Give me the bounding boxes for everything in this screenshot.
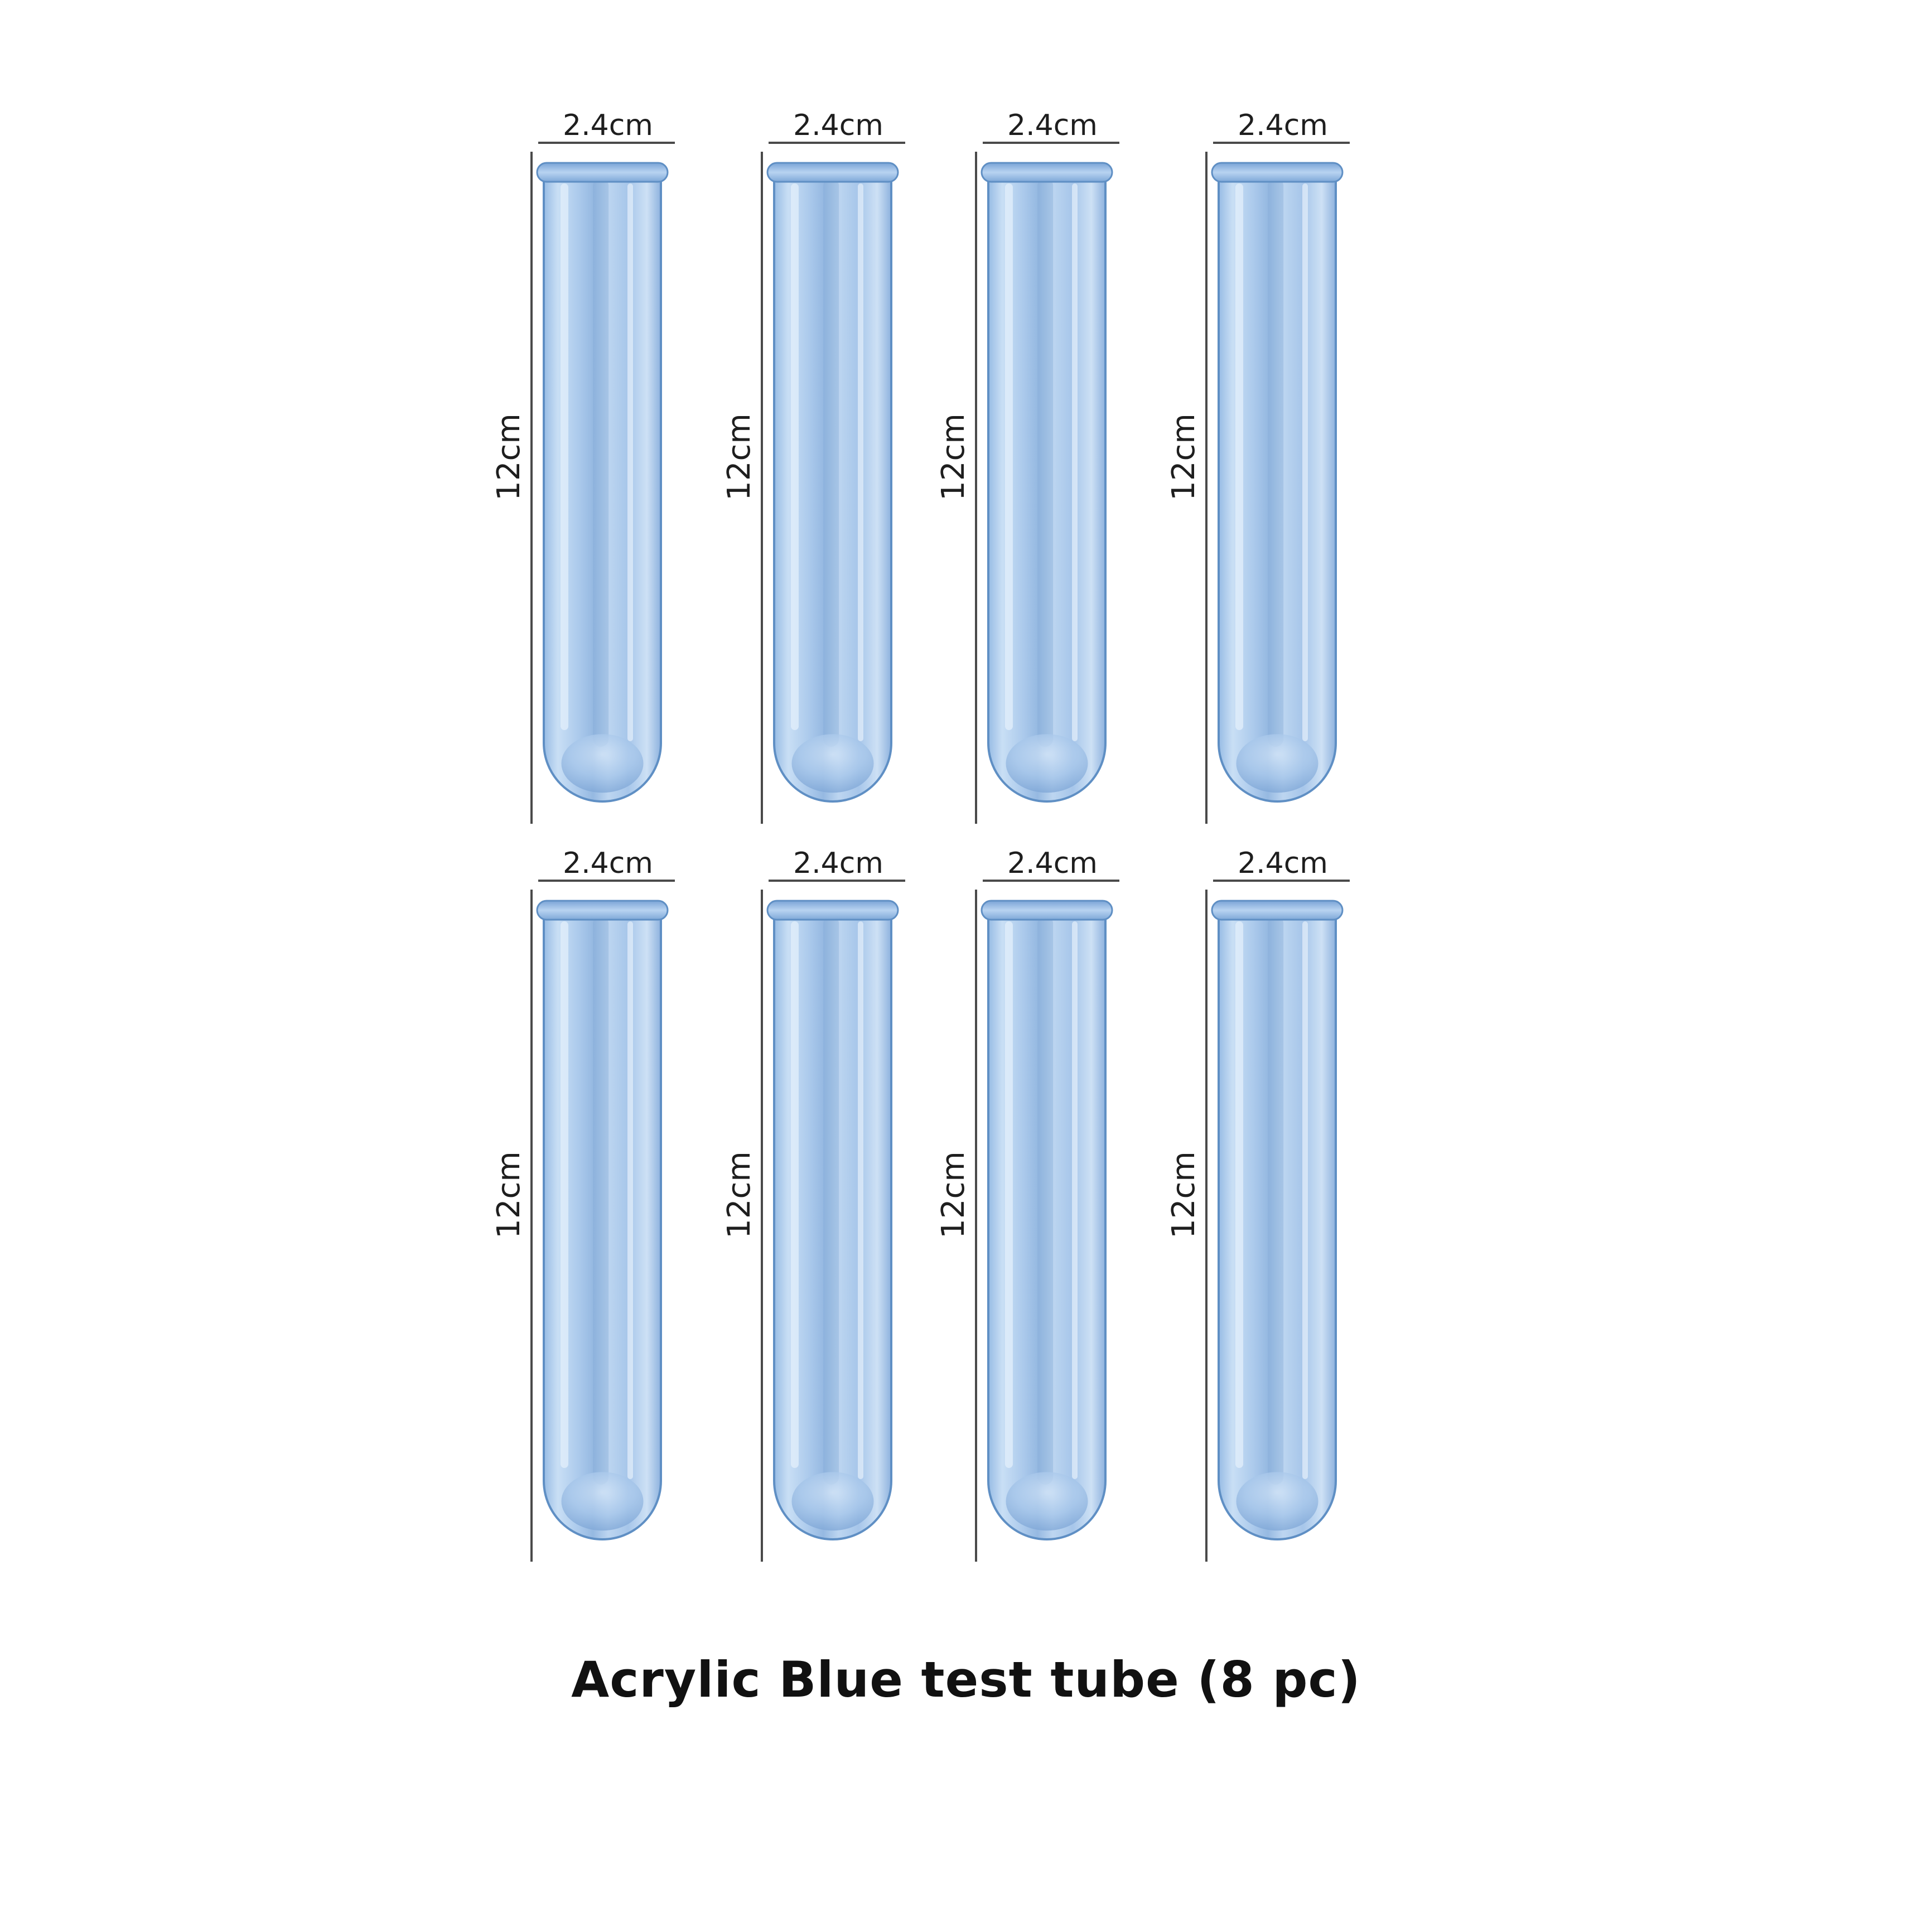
tube-bottom bbox=[1236, 734, 1318, 793]
tube-shadow bbox=[1037, 178, 1054, 747]
tube-highlight bbox=[1005, 183, 1013, 730]
height-label: 12cm bbox=[491, 1151, 527, 1239]
height-label: 12cm bbox=[1166, 413, 1202, 501]
tube-rim bbox=[1211, 900, 1344, 921]
tube-highlight bbox=[1072, 183, 1078, 741]
height-label: 12cm bbox=[1166, 1151, 1202, 1239]
height-label: 12cm bbox=[491, 413, 527, 501]
tube-bottom bbox=[561, 734, 644, 793]
tube-shadow bbox=[1037, 916, 1054, 1485]
tube-highlight bbox=[858, 921, 863, 1479]
tube-bottom bbox=[561, 1472, 644, 1531]
test-tube: 2.4cm 12cm bbox=[491, 847, 675, 1562]
height-label: 12cm bbox=[721, 413, 757, 501]
tube-rim bbox=[981, 162, 1113, 183]
width-label: 2.4cm bbox=[563, 109, 653, 142]
tube-bottom bbox=[791, 1472, 874, 1531]
width-label: 2.4cm bbox=[1238, 847, 1328, 880]
tube-rim bbox=[766, 162, 899, 183]
tube-rim bbox=[981, 900, 1113, 921]
tube-shadow bbox=[823, 178, 839, 747]
tube-rim bbox=[536, 900, 669, 921]
tube-highlight bbox=[627, 921, 633, 1479]
tube-highlight bbox=[627, 183, 633, 741]
test-tube: 2.4cm 12cm bbox=[1166, 847, 1350, 1562]
tube-shadow bbox=[593, 916, 609, 1485]
tube-highlight bbox=[1302, 183, 1308, 741]
tube-shadow bbox=[1268, 916, 1284, 1485]
width-label: 2.4cm bbox=[793, 847, 883, 880]
test-tube: 2.4cm 12cm bbox=[935, 847, 1119, 1562]
tube-highlight bbox=[561, 183, 568, 730]
width-label: 2.4cm bbox=[793, 109, 883, 142]
tube-highlight bbox=[791, 183, 799, 730]
tube-bottom bbox=[1006, 1472, 1088, 1531]
width-label: 2.4cm bbox=[1007, 847, 1098, 880]
width-label: 2.4cm bbox=[1238, 109, 1328, 142]
tube-rim bbox=[1211, 162, 1344, 183]
test-tube-grid: 2.4cm12cm2.4cm12cm2.4cm12cm2.4cm12cm2.4c… bbox=[491, 109, 1350, 1562]
tube-highlight bbox=[791, 921, 799, 1468]
test-tube: 2.4cm 12cm bbox=[721, 109, 905, 824]
tube-bottom bbox=[1006, 734, 1088, 793]
test-tube: 2.4cm 12cm bbox=[935, 109, 1119, 824]
tube-rim bbox=[536, 162, 669, 183]
tube-highlight bbox=[1302, 921, 1308, 1479]
tube-highlight bbox=[1005, 921, 1013, 1468]
tube-highlight bbox=[561, 921, 568, 1468]
tube-rim bbox=[766, 900, 899, 921]
tube-shadow bbox=[823, 916, 839, 1485]
tube-highlight bbox=[1072, 921, 1078, 1479]
tube-bottom bbox=[791, 734, 874, 793]
height-label: 12cm bbox=[721, 1151, 757, 1239]
height-label: 12cm bbox=[935, 413, 972, 501]
tube-highlight bbox=[858, 183, 863, 741]
tube-bottom bbox=[1236, 1472, 1318, 1531]
test-tube: 2.4cm 12cm bbox=[1166, 109, 1350, 824]
width-label: 2.4cm bbox=[563, 847, 653, 880]
tube-highlight bbox=[1235, 921, 1243, 1468]
tube-shadow bbox=[1268, 178, 1284, 747]
product-caption: Acrylic Blue test tube (8 pc) bbox=[571, 1651, 1361, 1708]
test-tube: 2.4cm 12cm bbox=[721, 847, 905, 1562]
test-tube: 2.4cm 12cm bbox=[491, 109, 675, 824]
tube-shadow bbox=[593, 178, 609, 747]
width-label: 2.4cm bbox=[1007, 109, 1098, 142]
height-label: 12cm bbox=[935, 1151, 972, 1239]
tube-highlight bbox=[1235, 183, 1243, 730]
